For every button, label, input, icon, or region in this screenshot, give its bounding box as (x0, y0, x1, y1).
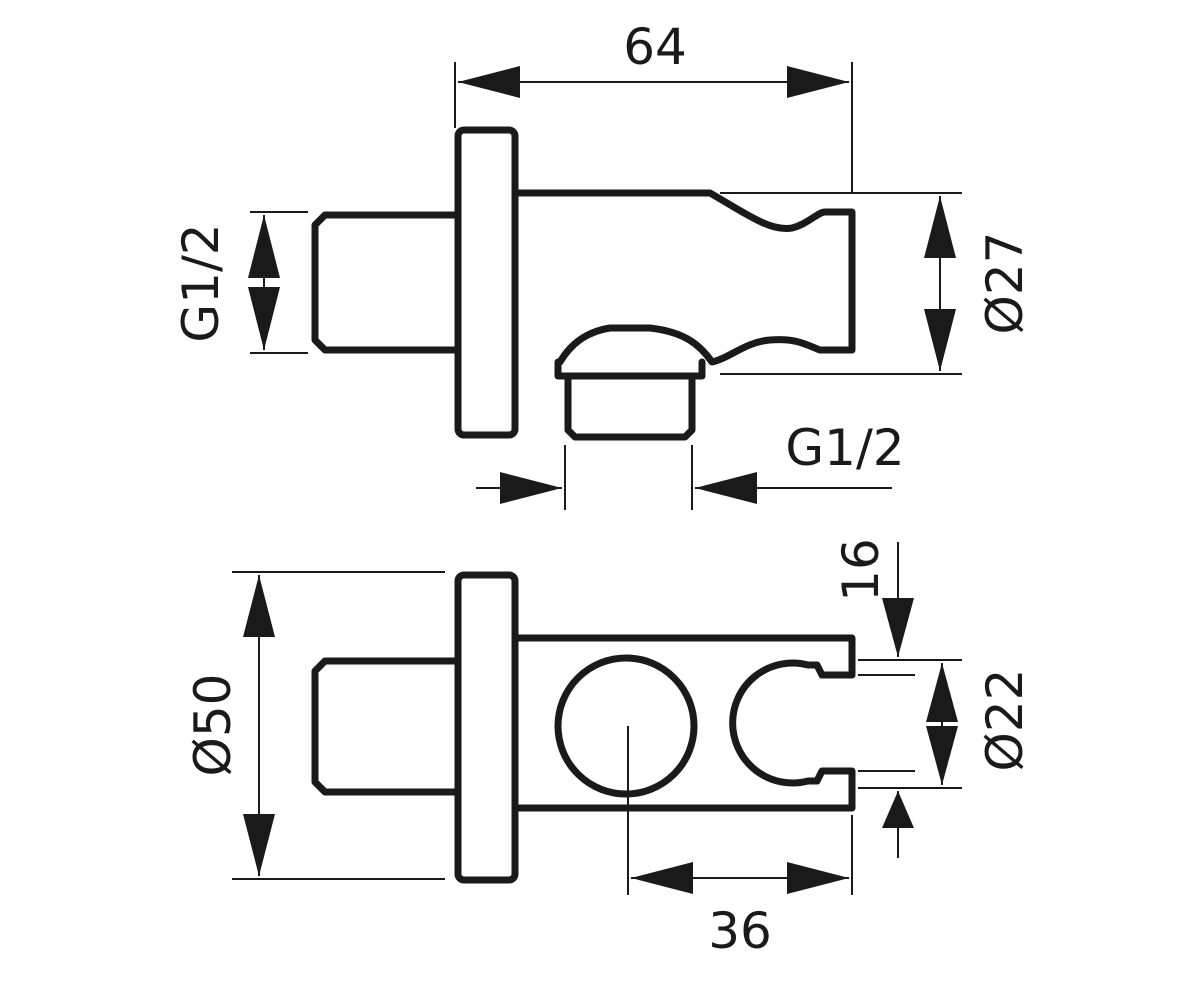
dimension-label: 64 (623, 18, 687, 76)
dimension-top-diameter: Ø27 (720, 192, 1034, 375)
dimension-outlet-thread: G1/2 (476, 419, 905, 510)
dimension-label: Ø50 (184, 674, 242, 777)
dimension-inlet-thread: G1/2 (172, 211, 308, 354)
dimension-top-width: 64 (454, 18, 853, 192)
top-view-wall-flange (454, 571, 519, 884)
dimension-arrow (500, 472, 562, 504)
dimension-arrow (926, 663, 958, 722)
dimension-bottom-holder-diameter: Ø22 (858, 659, 1034, 789)
dimension-arrow (787, 862, 849, 894)
side-view-holder-body (511, 189, 856, 366)
dimension-bottom-offset: 16 (832, 538, 915, 858)
dimension-arrow (243, 575, 275, 637)
top-view (311, 571, 856, 884)
dimension-arrow (631, 862, 693, 894)
dimension-label: 36 (708, 902, 772, 960)
top-view-inlet-nipple (311, 657, 459, 796)
top-view-outlet-circle (554, 654, 698, 798)
side-view-outlet-nipple (564, 372, 696, 441)
side-view-outlet-collar (554, 358, 706, 380)
dimension-arrow (882, 598, 914, 657)
side-view (311, 126, 856, 441)
dimension-arrow (924, 309, 956, 371)
dimension-label: Ø27 (976, 232, 1034, 335)
dimension-label: G1/2 (785, 419, 904, 477)
dimension-arrow (924, 196, 956, 258)
dimension-bottom-diameter: Ø50 (184, 571, 445, 880)
dimension-bottom-spacing: 36 (627, 726, 853, 960)
dimension-arrow (882, 791, 914, 828)
side-view-wall-flange (454, 126, 519, 439)
dimension-arrow (787, 66, 849, 98)
dimension-label: G1/2 (172, 223, 230, 342)
dimension-arrow (926, 726, 958, 785)
dimension-label: Ø22 (976, 669, 1034, 772)
dimension-arrow (458, 66, 520, 98)
dimension-arrow (695, 472, 757, 504)
side-view-inlet-nipple (311, 211, 459, 354)
dimension-arrow (248, 215, 280, 278)
dimension-arrow (248, 287, 280, 350)
dimension-label: 16 (832, 538, 890, 602)
dimension-arrow (243, 814, 275, 876)
top-view-holder-body (511, 634, 856, 812)
